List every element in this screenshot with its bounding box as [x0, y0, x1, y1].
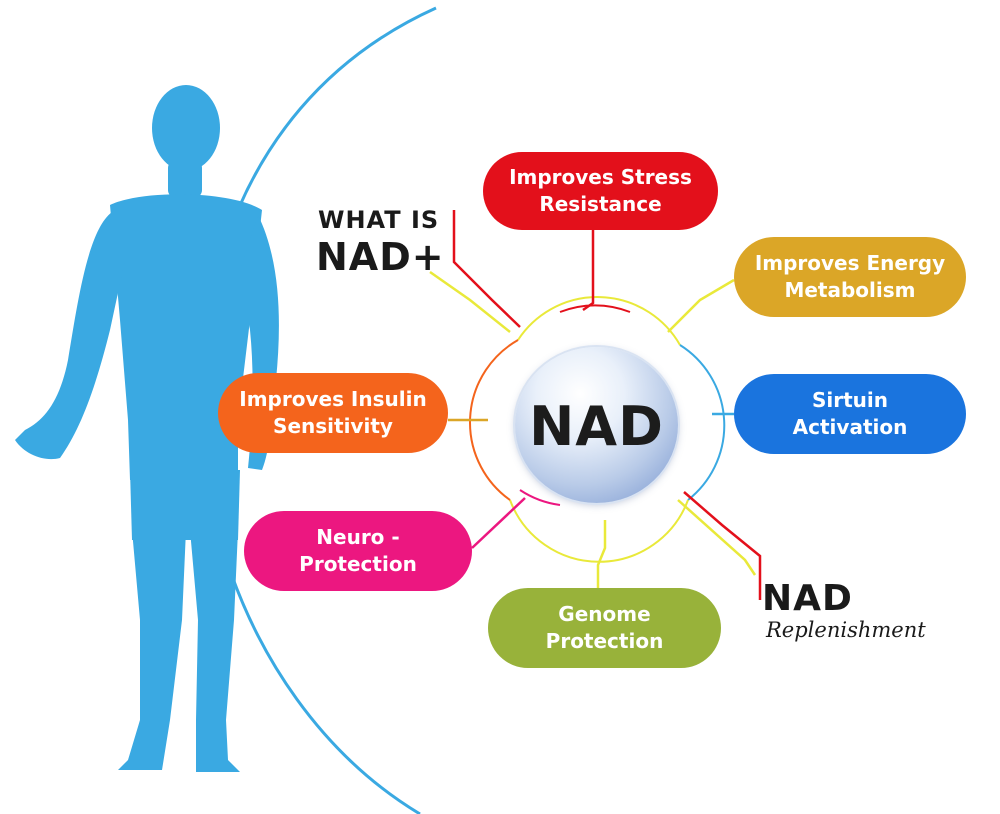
ring-bottom — [509, 499, 689, 563]
benefit-line-2: Protection — [545, 629, 664, 653]
ring-top — [517, 296, 681, 346]
benefit-line-1: Genome — [558, 602, 651, 626]
center-label: NAD — [529, 394, 664, 458]
title-nad-plus: NAD+ — [316, 235, 445, 279]
benefit-line-2: Sensitivity — [273, 414, 393, 438]
title-what-is: WHAT IS — [318, 206, 440, 234]
benefit-line-1: Improves Energy — [754, 251, 946, 275]
benefit-line-2: Activation — [792, 415, 908, 439]
benefit-line-2: Protection — [299, 552, 417, 576]
benefit-line-1: Sirtuin — [811, 388, 888, 412]
ring-top-red — [559, 304, 631, 313]
connector-replenish-red — [683, 491, 762, 600]
replenishment-subtitle: Replenishment — [766, 618, 926, 642]
connector-stress — [582, 230, 595, 312]
benefit-sirtuin-activation: Sirtuin Activation — [734, 374, 966, 454]
benefit-line-1: Improves Insulin — [239, 387, 427, 411]
benefit-line-2: Metabolism — [784, 278, 916, 302]
benefit-genome-protection: Genome Protection — [488, 588, 721, 668]
connector-energy — [667, 278, 735, 333]
replenishment-title: NAD — [762, 578, 853, 619]
connector-title-yellow — [429, 270, 511, 333]
connector-title-red — [452, 210, 521, 328]
benefit-line-2: Resistance — [539, 192, 662, 216]
connector-genome — [596, 520, 607, 588]
benefit-neuro-protection: Neuro - Protection — [244, 511, 472, 591]
benefit-energy-metabolism: Improves Energy Metabolism — [734, 237, 966, 317]
benefit-line-1: Improves Stress — [509, 165, 692, 189]
ring-bottom-pink — [519, 489, 561, 506]
connector-neuro — [471, 497, 526, 549]
connector-replenish-yellow — [677, 499, 757, 576]
ring-left — [469, 339, 519, 501]
benefit-line-1: Neuro - — [316, 525, 400, 549]
ring-right — [679, 344, 726, 501]
sphere-icon — [515, 347, 678, 503]
benefit-insulin-sensitivity: Improves Insulin Sensitivity — [218, 373, 448, 453]
benefit-stress-resistance: Improves Stress Resistance — [483, 152, 718, 230]
